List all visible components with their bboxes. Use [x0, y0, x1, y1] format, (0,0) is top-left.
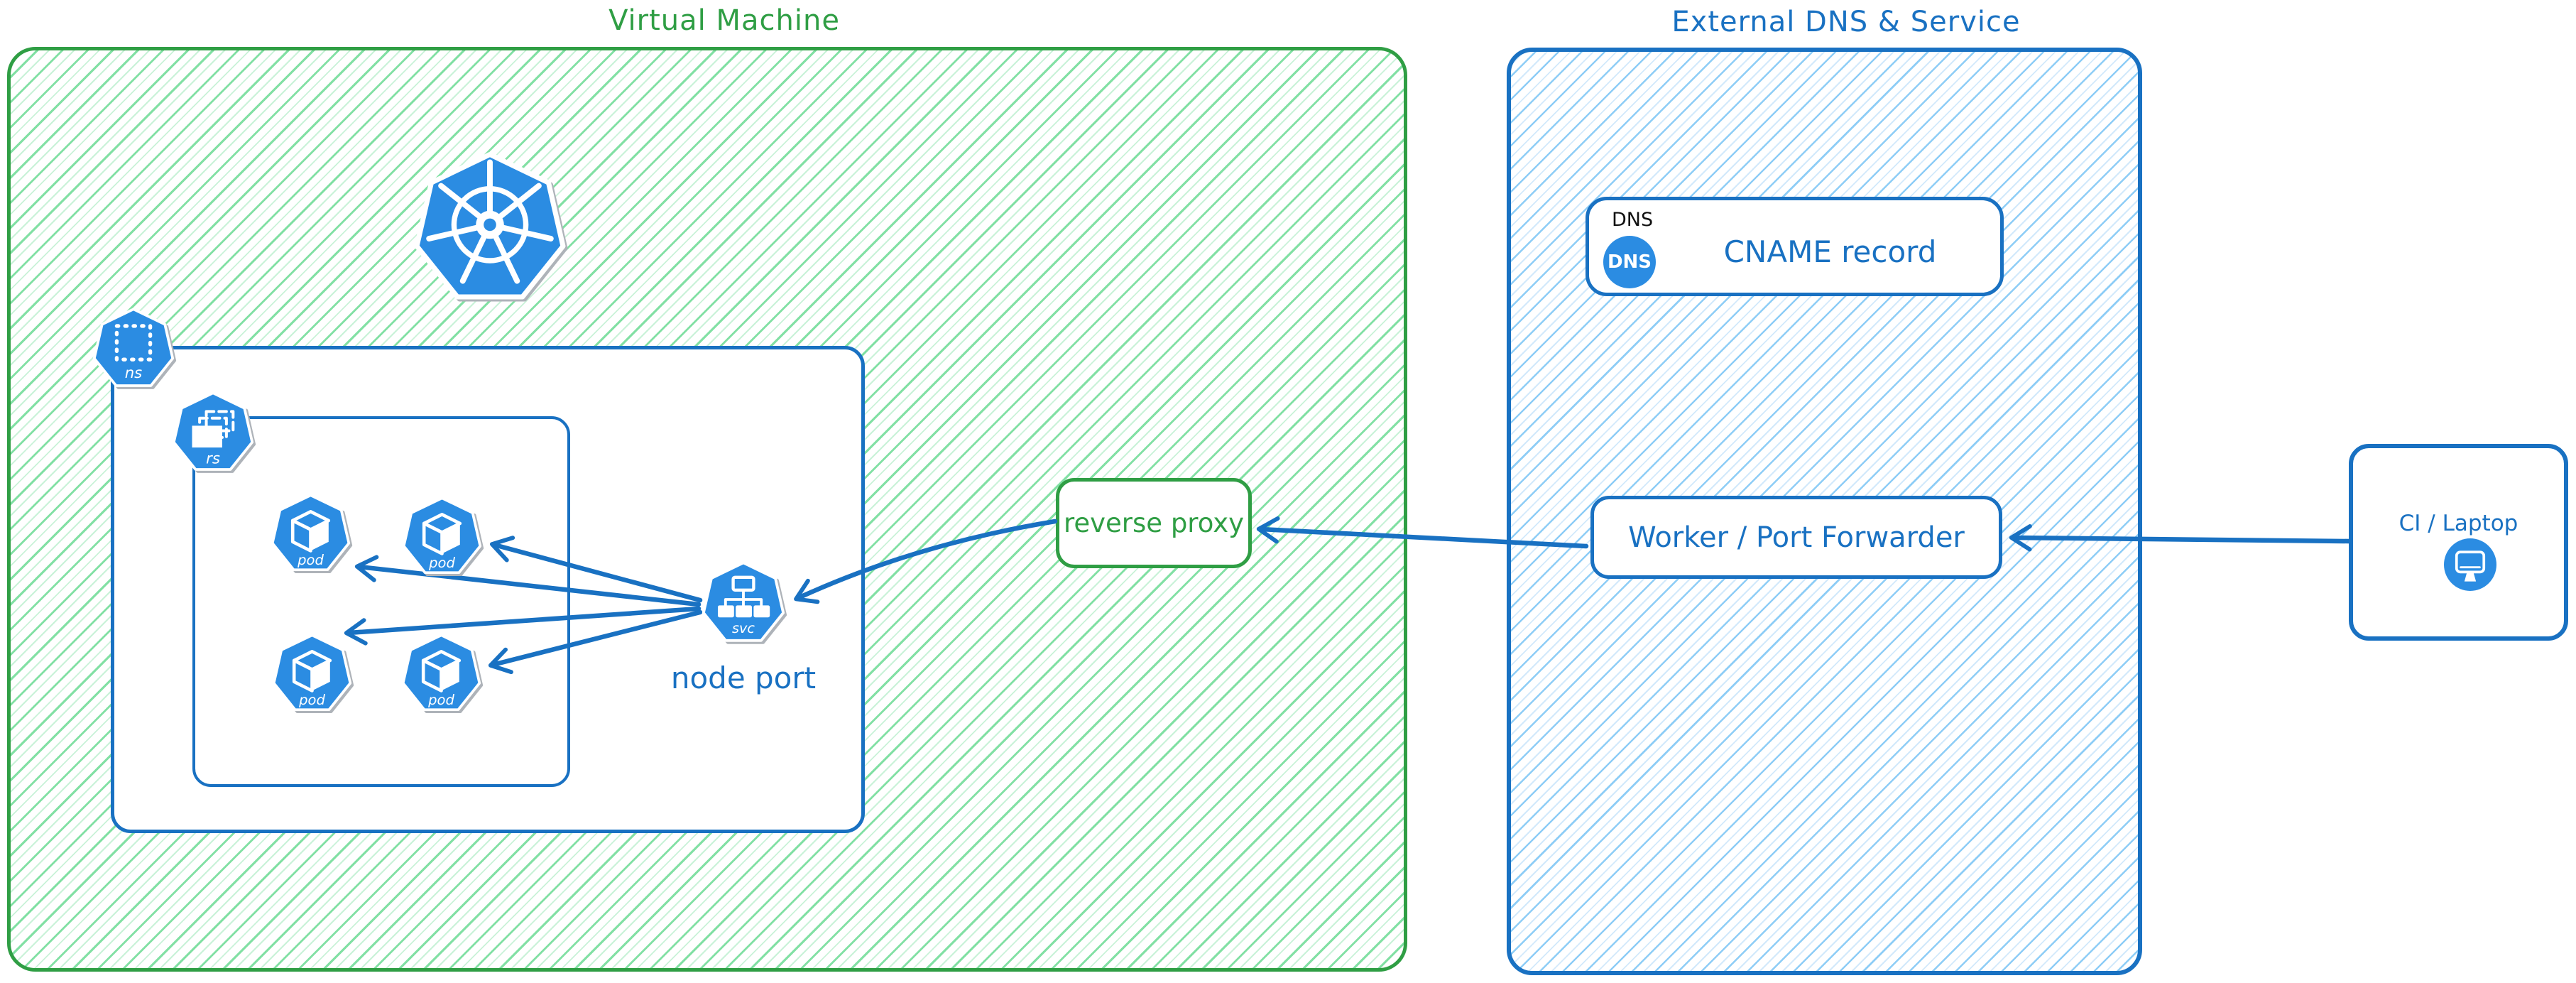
virtual-machine-title: Virtual Machine [608, 4, 840, 37]
dns-icon-label: DNS [1607, 251, 1652, 273]
reverse-proxy-box: reverse proxy [1056, 478, 1252, 568]
dns-note-label: DNS [1612, 209, 1654, 231]
node-port-label: node port [670, 661, 817, 695]
pod-icon-label: pod [297, 552, 324, 568]
cname-record-label: CNAME record [1723, 234, 1937, 269]
pod-icon: pod [402, 496, 482, 575]
pod-icon-label: pod [428, 555, 455, 571]
kubernetes-icon [414, 151, 566, 300]
pod-icon: pod [272, 634, 352, 712]
ci-laptop-box: CI / Laptop [2349, 444, 2568, 641]
ns-icon-label: ns [125, 364, 143, 382]
svc-icon-label: svc [732, 620, 755, 636]
svc-icon: svc [702, 561, 785, 642]
pod-icon: pod [271, 494, 351, 572]
monitor-icon [2444, 538, 2496, 591]
dns-icon: DNS [1603, 236, 1656, 288]
reverse-proxy-label: reverse proxy [1063, 508, 1244, 538]
pod-icon-label: pod [427, 692, 454, 708]
ci-laptop-label: CI / Laptop [2398, 511, 2518, 536]
worker-label: Worker / Port Forwarder [1628, 521, 1965, 554]
ns-icon: ns [92, 308, 175, 387]
rs-icon-label: rs [206, 450, 220, 467]
pod-icon: pod [401, 634, 481, 712]
pod-icon-label: pod [298, 692, 325, 708]
monitor-glyph [2455, 550, 2486, 582]
worker-port-forwarder-box: Worker / Port Forwarder [1590, 496, 2002, 579]
external-dns-title: External DNS & Service [1671, 6, 2021, 38]
dns-record-card: DNS DNS CNAME record [1586, 197, 2004, 296]
rs-icon: rs [172, 391, 254, 471]
